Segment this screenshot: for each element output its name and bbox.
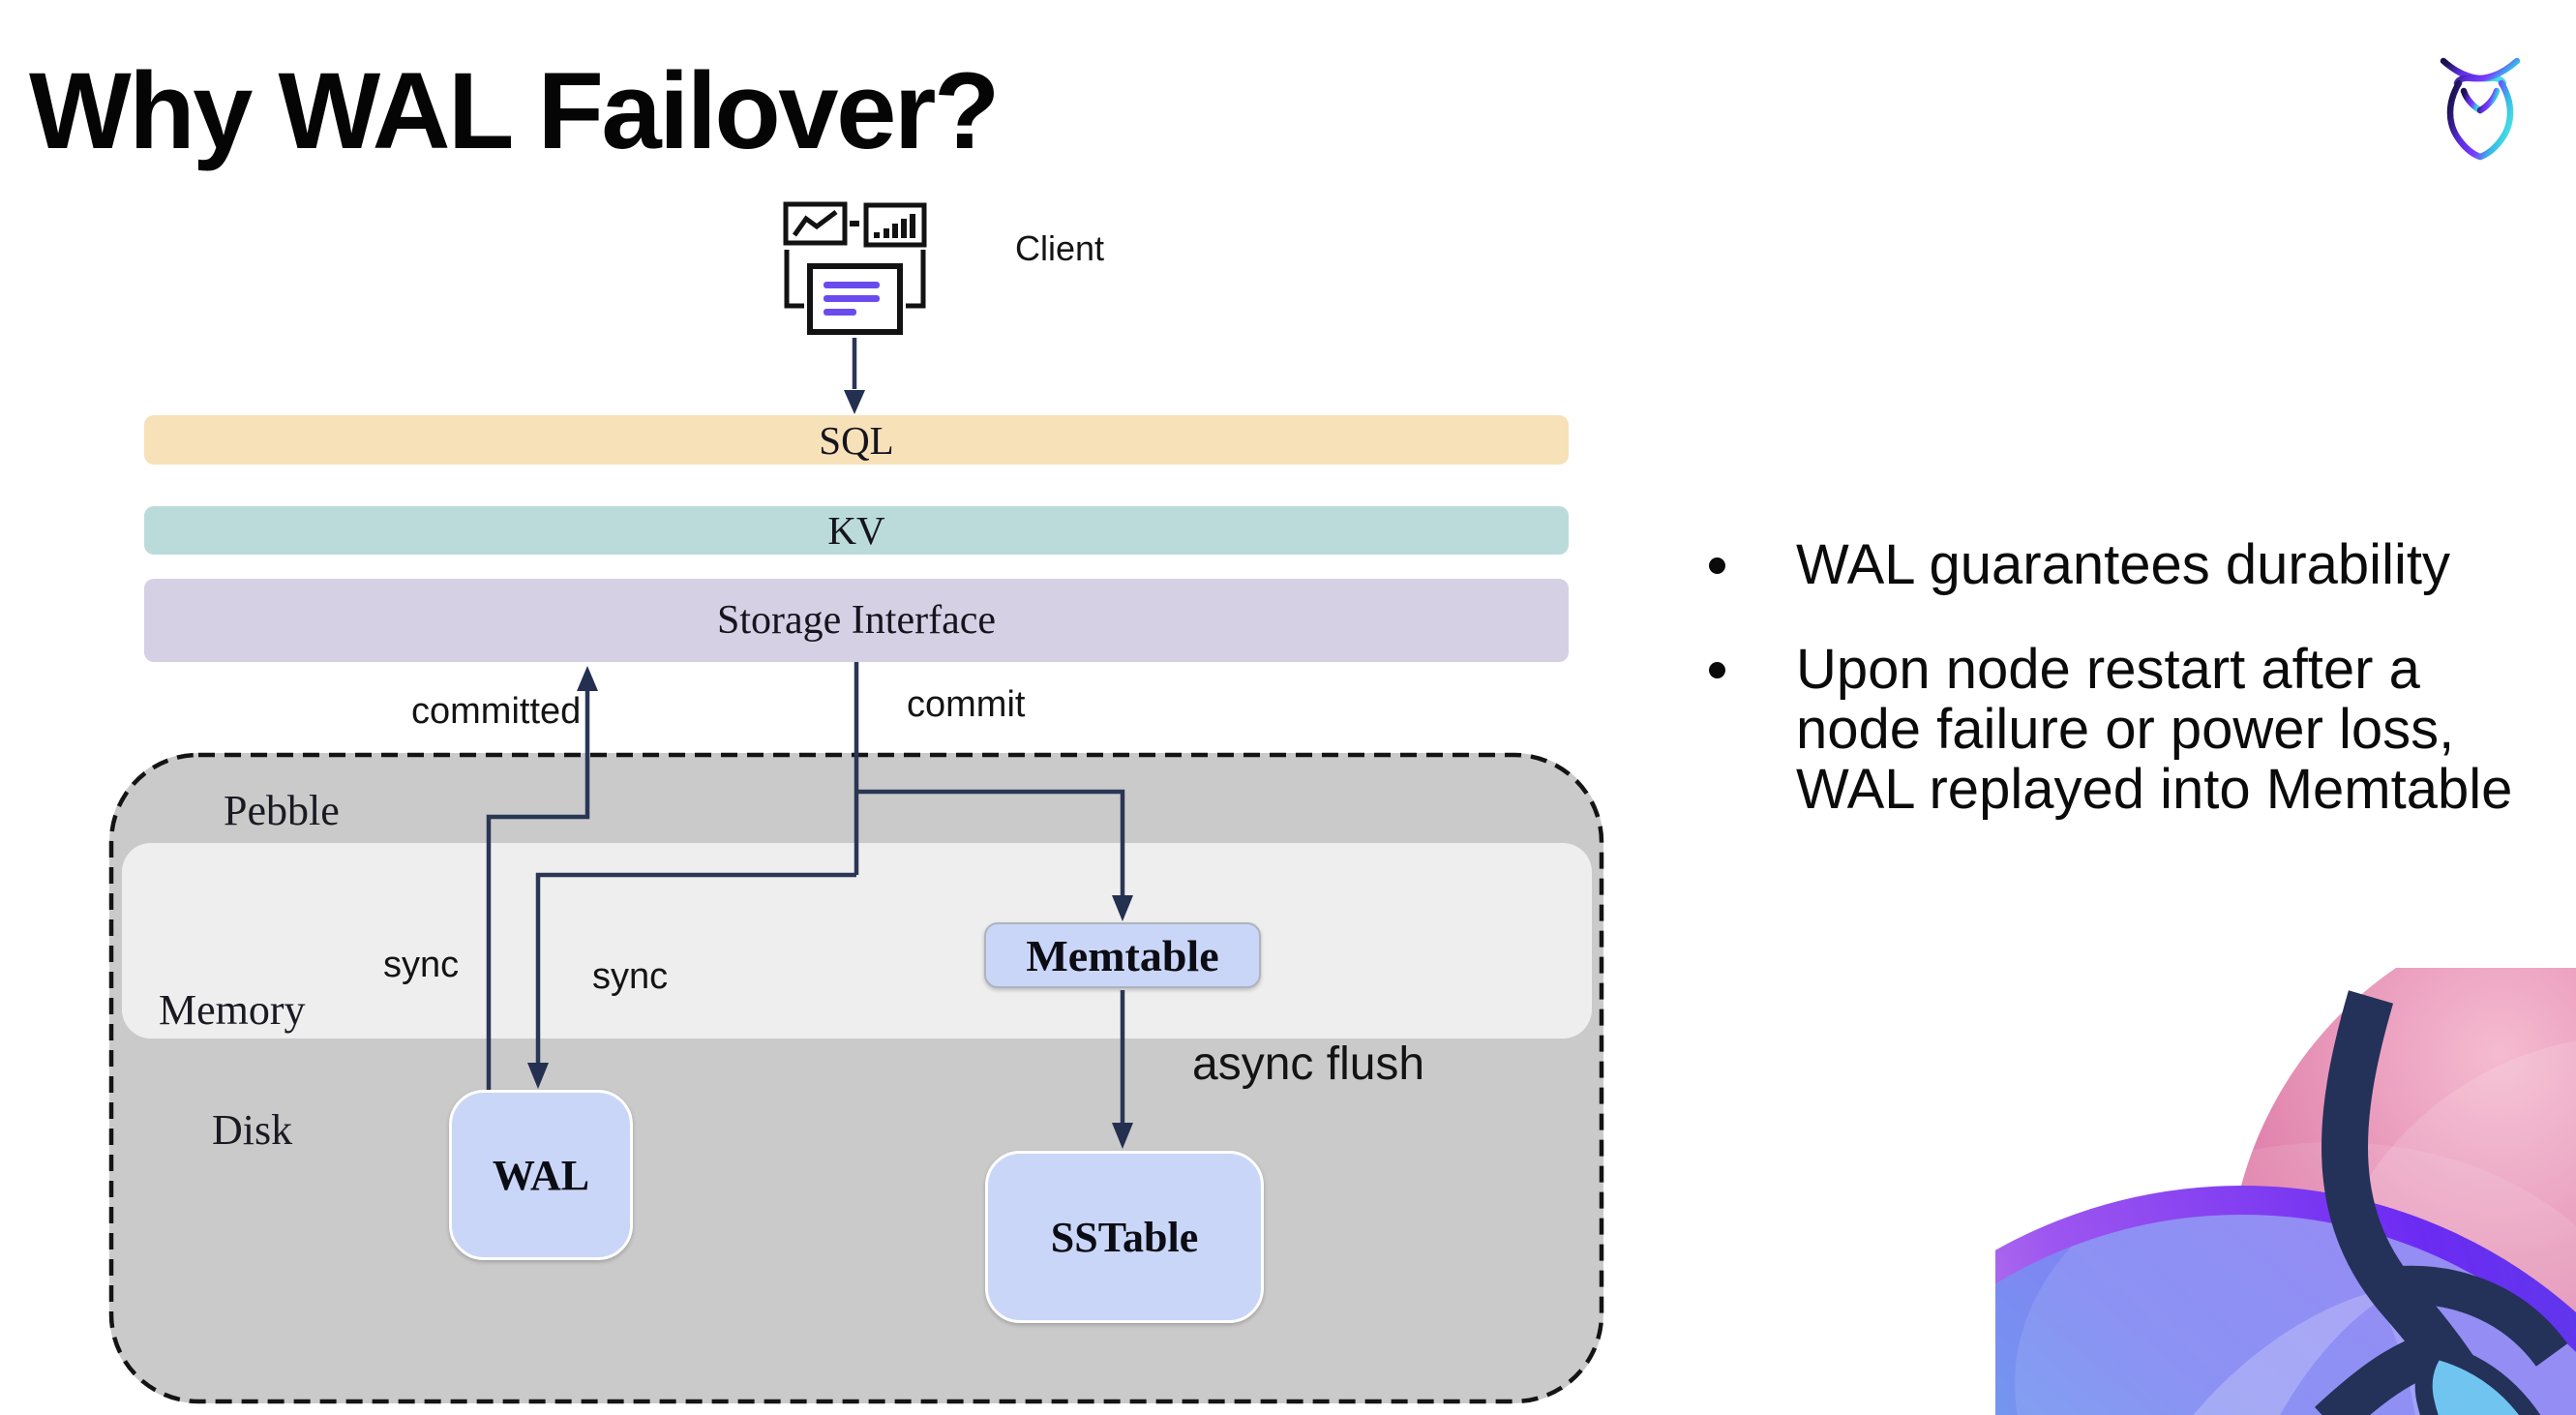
client-bracket-right: [906, 250, 926, 309]
client-bracket-left: [784, 250, 804, 309]
layer-bar-storage-interface: Storage Interface: [144, 579, 1569, 662]
node-label-wal: WAL: [492, 1151, 590, 1199]
node-memtable: Memtable: [984, 922, 1261, 988]
node-label-memtable: Memtable: [1026, 930, 1219, 980]
client-label: Client: [1015, 228, 1105, 268]
node-sstable: SSTable: [985, 1151, 1264, 1323]
bullet-dot: [1709, 662, 1725, 678]
memory-zone-label: Memory: [159, 986, 306, 1034]
arrowhead-client-sql: [844, 390, 865, 414]
edge-label-commit: commit: [907, 684, 1026, 725]
bullet-2-line-1: Upon node restart after a: [1796, 638, 2420, 701]
bullet-2-line-3: WAL replayed into Memtable: [1796, 758, 2513, 821]
edge-label-sync-left: sync: [383, 945, 460, 985]
client-icon: [783, 201, 927, 335]
client-chart-bars-icon: [863, 202, 927, 248]
bullet-list: WAL guarantees durability Upon node rest…: [1709, 535, 2541, 864]
list-item: WAL guarantees durability: [1709, 535, 2541, 595]
layer-bar-kv: KV: [144, 506, 1569, 555]
client-dash: [850, 221, 859, 226]
edge-label-committed: committed: [411, 691, 582, 732]
edge-label-sync-right: sync: [592, 956, 669, 997]
pebble-label: Pebble: [224, 787, 340, 834]
slide-title: Why WAL Failover?: [29, 50, 1000, 171]
disk-zone-label: Disk: [212, 1106, 293, 1154]
edge-label-async-flush: async flush: [1192, 1039, 1425, 1090]
layer-label-kv: KV: [827, 508, 885, 553]
node-label-sstable: SSTable: [1050, 1213, 1199, 1261]
brand-art-graphic: [1995, 968, 2576, 1415]
layer-label-sql: SQL: [819, 417, 894, 463]
memory-band: [122, 843, 1592, 1039]
node-wal: WAL: [449, 1090, 633, 1260]
bullet-2-line-2: node failure or power loss,: [1796, 698, 2455, 761]
arrowhead-committed-up: [577, 666, 598, 691]
layer-bar-sql: SQL: [144, 415, 1569, 465]
layer-label-storage-interface: Storage Interface: [717, 598, 996, 643]
bullet-dot: [1709, 557, 1725, 574]
client-document-icon: [807, 263, 903, 335]
list-item: Upon node restart after a node failure o…: [1709, 640, 2541, 820]
client-chart-line-icon: [783, 201, 848, 246]
bullet-1-line-1: WAL guarantees durability: [1796, 533, 2450, 596]
cockroachdb-logo-icon: [2440, 57, 2521, 161]
